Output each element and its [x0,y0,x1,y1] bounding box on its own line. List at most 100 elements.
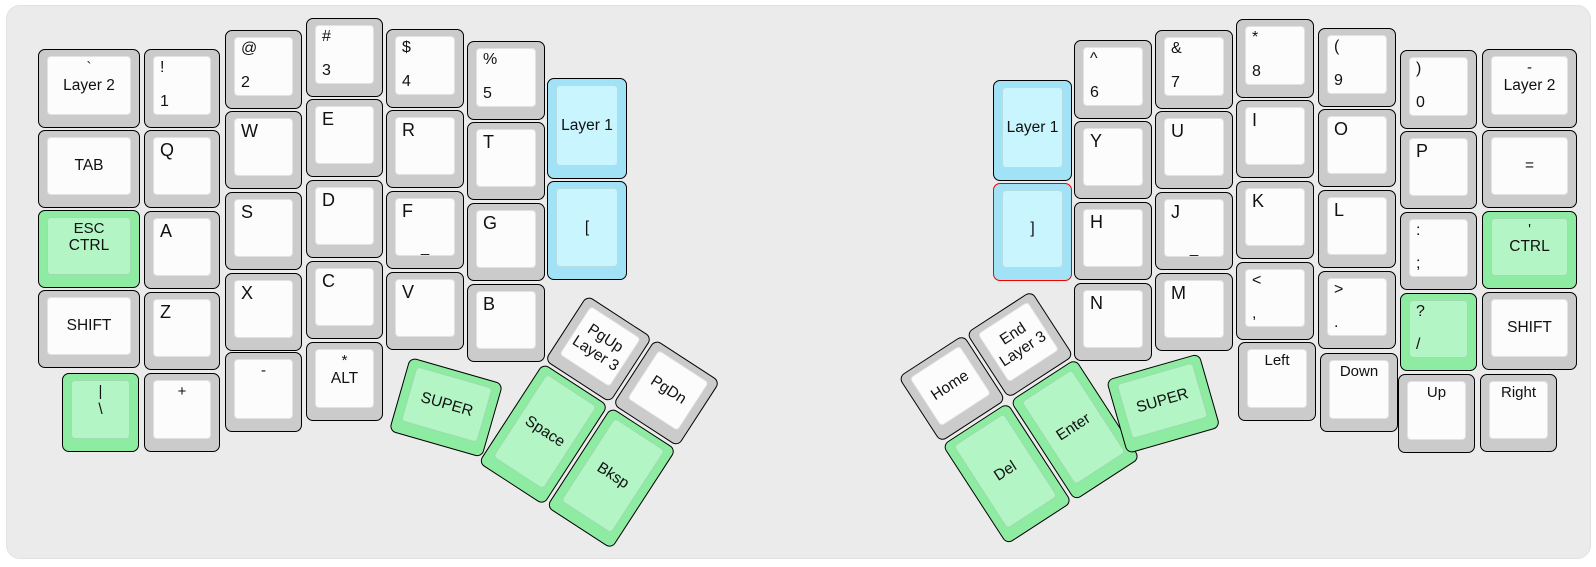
key-pipe-backslash[interactable]: |\ [62,373,139,452]
keytop: H [1083,209,1143,267]
keytop: SUPER [1116,362,1209,440]
key-label: F [402,201,413,221]
key-label: : [1416,222,1421,239]
key-super-left[interactable]: SUPER [388,357,504,458]
key-super-right[interactable]: SUPER [1106,353,1221,455]
key-label: Del [990,457,1020,485]
keytop: K [1245,188,1305,246]
key-w[interactable]: W [225,111,302,189]
keytop: ] [1002,190,1063,268]
key-s[interactable]: S [225,192,302,270]
key-paren-9[interactable]: (9 [1318,28,1396,107]
key-tab[interactable]: TAB [38,130,140,208]
key-v[interactable]: V [386,272,464,350]
key-a[interactable]: A [144,211,220,289]
key-label: B [483,294,496,314]
keytop: R [395,117,455,175]
keytop: T [476,129,536,187]
key-hash-3[interactable]: #3 [306,18,383,97]
key-colon-semicolon[interactable]: :; [1400,212,1477,290]
key-k[interactable]: K [1236,181,1314,259]
key-gt-period[interactable]: >. [1318,271,1396,349]
key-caret-6[interactable]: ^6 [1074,40,1152,119]
key-pct-5[interactable]: %5 [467,41,545,120]
key-question-slash[interactable]: ?/ [1400,293,1477,371]
key-layer1-right[interactable]: Layer 1 [993,80,1072,181]
key-x[interactable]: X [225,273,302,351]
homing-bar-icon: _ [420,239,430,256]
key-l[interactable]: L [1318,190,1396,268]
keytop: X [234,280,293,338]
key-b[interactable]: B [467,284,545,362]
key-i[interactable]: I [1236,100,1314,178]
keytop: Layer 1 [556,85,618,166]
key-lt-comma[interactable]: <, [1236,262,1314,340]
key-arrow-right[interactable]: Right [1480,374,1557,452]
key-at-2[interactable]: @2 [225,30,302,109]
key-label: Layer 2 [1503,76,1556,94]
keytop: >. [1327,278,1387,336]
key-dash-layer2[interactable]: -Layer 2 [1482,49,1577,128]
key-quote-ctrl[interactable]: 'CTRL [1482,211,1577,289]
keytop: F_ [395,198,455,256]
key-amp-7[interactable]: &7 [1155,30,1233,109]
key-label: | [98,383,103,400]
key-ast-8[interactable]: *8 [1236,19,1314,98]
key-label: ) [1416,60,1422,77]
key-label: CTRL [68,237,110,254]
key-label: X [241,283,254,303]
key-layer1-left[interactable]: Layer 1 [547,78,627,179]
key-label: > [1334,281,1344,298]
key-ast-alt[interactable]: *ALT [306,342,383,421]
key-f[interactable]: F_ [386,191,464,269]
key-y[interactable]: Y [1074,121,1152,199]
key-shift-left[interactable]: SHIFT [38,290,140,368]
keytop: SUPER [401,366,493,443]
key-equals[interactable]: = [1482,130,1577,208]
key-d[interactable]: D [306,180,383,258]
key-excl-1[interactable]: !1 [144,49,220,128]
key-label: T [483,132,494,152]
key-arrow-down[interactable]: Down [1320,353,1398,432]
key-paren-0[interactable]: )0 [1400,50,1477,129]
key-plus[interactable]: + [144,373,220,452]
key-z[interactable]: Z [144,292,220,370]
key-c[interactable]: C [306,261,383,339]
keytop: M [1164,280,1224,338]
key-q[interactable]: Q [144,130,220,208]
keytop: 'CTRL [1491,218,1568,276]
keytop: |\ [71,380,130,439]
key-label: ESC [73,220,105,237]
keytop: Left [1247,349,1307,408]
keytop: ^6 [1083,47,1143,106]
key-n[interactable]: N [1074,283,1152,361]
key-g[interactable]: G [467,203,545,281]
key-minus-left[interactable]: - [225,352,302,432]
key-lbracket[interactable]: [ [547,181,627,280]
key-label: / [1416,336,1421,353]
key-m[interactable]: M [1155,273,1233,351]
key-r[interactable]: R [386,110,464,188]
key-label: TAB [74,157,104,174]
key-arrow-up[interactable]: Up [1398,374,1475,453]
key-label: Layer 1 [1006,118,1059,136]
key-u[interactable]: U [1155,111,1233,189]
key-arrow-left[interactable]: Left [1238,342,1316,421]
key-rbracket[interactable]: ] [993,183,1072,281]
key-dollar-4[interactable]: $4 [386,29,464,108]
key-grave-layer2[interactable]: `Layer 2 [38,49,140,128]
keytop: O [1327,116,1387,174]
key-label: U [1171,121,1184,141]
key-o[interactable]: O [1318,109,1396,187]
keytop: -Layer 2 [1491,56,1568,115]
key-e[interactable]: E [306,99,383,177]
key-t[interactable]: T [467,122,545,200]
key-j[interactable]: J_ [1155,192,1233,270]
key-p[interactable]: P [1400,131,1477,209]
key-shift-right[interactable]: SHIFT [1482,292,1577,370]
key-h[interactable]: H [1074,202,1152,280]
